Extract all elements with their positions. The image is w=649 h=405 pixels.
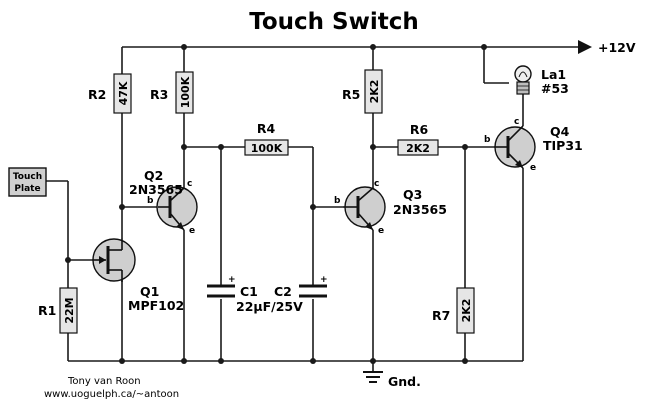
ground-symbol: Gnd. [363, 371, 421, 389]
resistor-r2-value: 47K [117, 81, 130, 105]
resistor-r3-value: 100K [179, 76, 192, 108]
resistor-r5-value: 2K2 [368, 80, 381, 104]
q4-name: Q4 [550, 124, 570, 139]
resistor-r4-value: 100K [251, 142, 283, 155]
ground-label: Gnd. [388, 374, 421, 389]
resistor-r4-name: R4 [257, 121, 276, 136]
lamp-la1: La1 #53 [514, 65, 569, 96]
wires [46, 46, 580, 372]
touch-plate-label-line1: Touch [13, 172, 42, 182]
credit-url: www.uoguelph.ca/~antoon [44, 389, 179, 400]
capacitor-c2-plus: + [320, 275, 328, 285]
q2-part: 2N3565 [129, 182, 183, 197]
transistor-q4: b c e Q4 TIP31 [484, 117, 583, 173]
resistor-r6: 2K2 R6 [397, 122, 439, 156]
resistor-r1-name: R1 [38, 303, 56, 318]
q2-name: Q2 [144, 168, 163, 183]
resistor-r7-value: 2K2 [460, 299, 473, 323]
q3-part: 2N3565 [393, 202, 447, 217]
resistor-r2-name: R2 [88, 87, 106, 102]
capacitor-c1-name: C1 [240, 284, 258, 299]
q4-part: TIP31 [543, 138, 583, 153]
q3-pin-e: e [378, 226, 384, 236]
q3-pin-b: b [334, 196, 341, 206]
q2-pin-b: b [147, 196, 154, 206]
lamp-part: #53 [541, 81, 569, 96]
credit-author: Tony van Roon [67, 376, 141, 387]
supply-arrow-icon [578, 40, 592, 54]
resistor-r6-name: R6 [410, 122, 429, 137]
diagram-title: Touch Switch [249, 9, 419, 35]
resistor-r1-value: 22M [63, 297, 76, 323]
resistor-r1: 22M R1 [38, 287, 78, 334]
capacitor-c1: + C1 22µF/25V [207, 275, 303, 314]
touch-plate-label-line2: Plate [14, 184, 40, 194]
transistor-q3: b c e Q3 2N3565 [334, 179, 447, 236]
resistor-r7-name: R7 [432, 308, 450, 323]
q4-pin-b: b [484, 135, 491, 145]
q4-pin-c: c [514, 117, 519, 127]
q2-pin-c: c [187, 179, 192, 189]
q1-name: Q1 [140, 284, 159, 299]
resistor-r6-value: 2K2 [406, 142, 430, 155]
resistor-r2: 47K R2 [88, 73, 132, 114]
q1-part: MPF102 [128, 298, 184, 313]
resistor-r4: 100K R4 [244, 121, 289, 156]
resistor-r3: 100K R3 [150, 71, 194, 114]
supply-label: +12V [598, 40, 636, 55]
fet-q1: Q1 MPF102 [92, 238, 184, 313]
resistor-r5-name: R5 [342, 87, 360, 102]
q3-name: Q3 [403, 187, 422, 202]
q2-pin-e: e [189, 226, 195, 236]
resistor-r3-name: R3 [150, 87, 168, 102]
transistor-q2: b c e Q2 2N3565 [129, 168, 198, 236]
lamp-bulb-icon [514, 65, 532, 83]
capacitor-c2-name: C2 [274, 284, 292, 299]
capacitor-c1-value: 22µF/25V [236, 299, 303, 314]
touch-plate: Touch Plate [8, 167, 47, 197]
capacitor-c2: + C2 [274, 275, 328, 299]
capacitor-c1-plus: + [228, 275, 236, 285]
resistor-r7: 2K2 R7 [432, 287, 475, 334]
lamp-name: La1 [541, 67, 566, 82]
resistor-r5: 2K2 R5 [342, 69, 383, 114]
junction-dots [65, 44, 487, 364]
q4-pin-e: e [530, 163, 536, 173]
q3-pin-c: c [374, 179, 379, 189]
